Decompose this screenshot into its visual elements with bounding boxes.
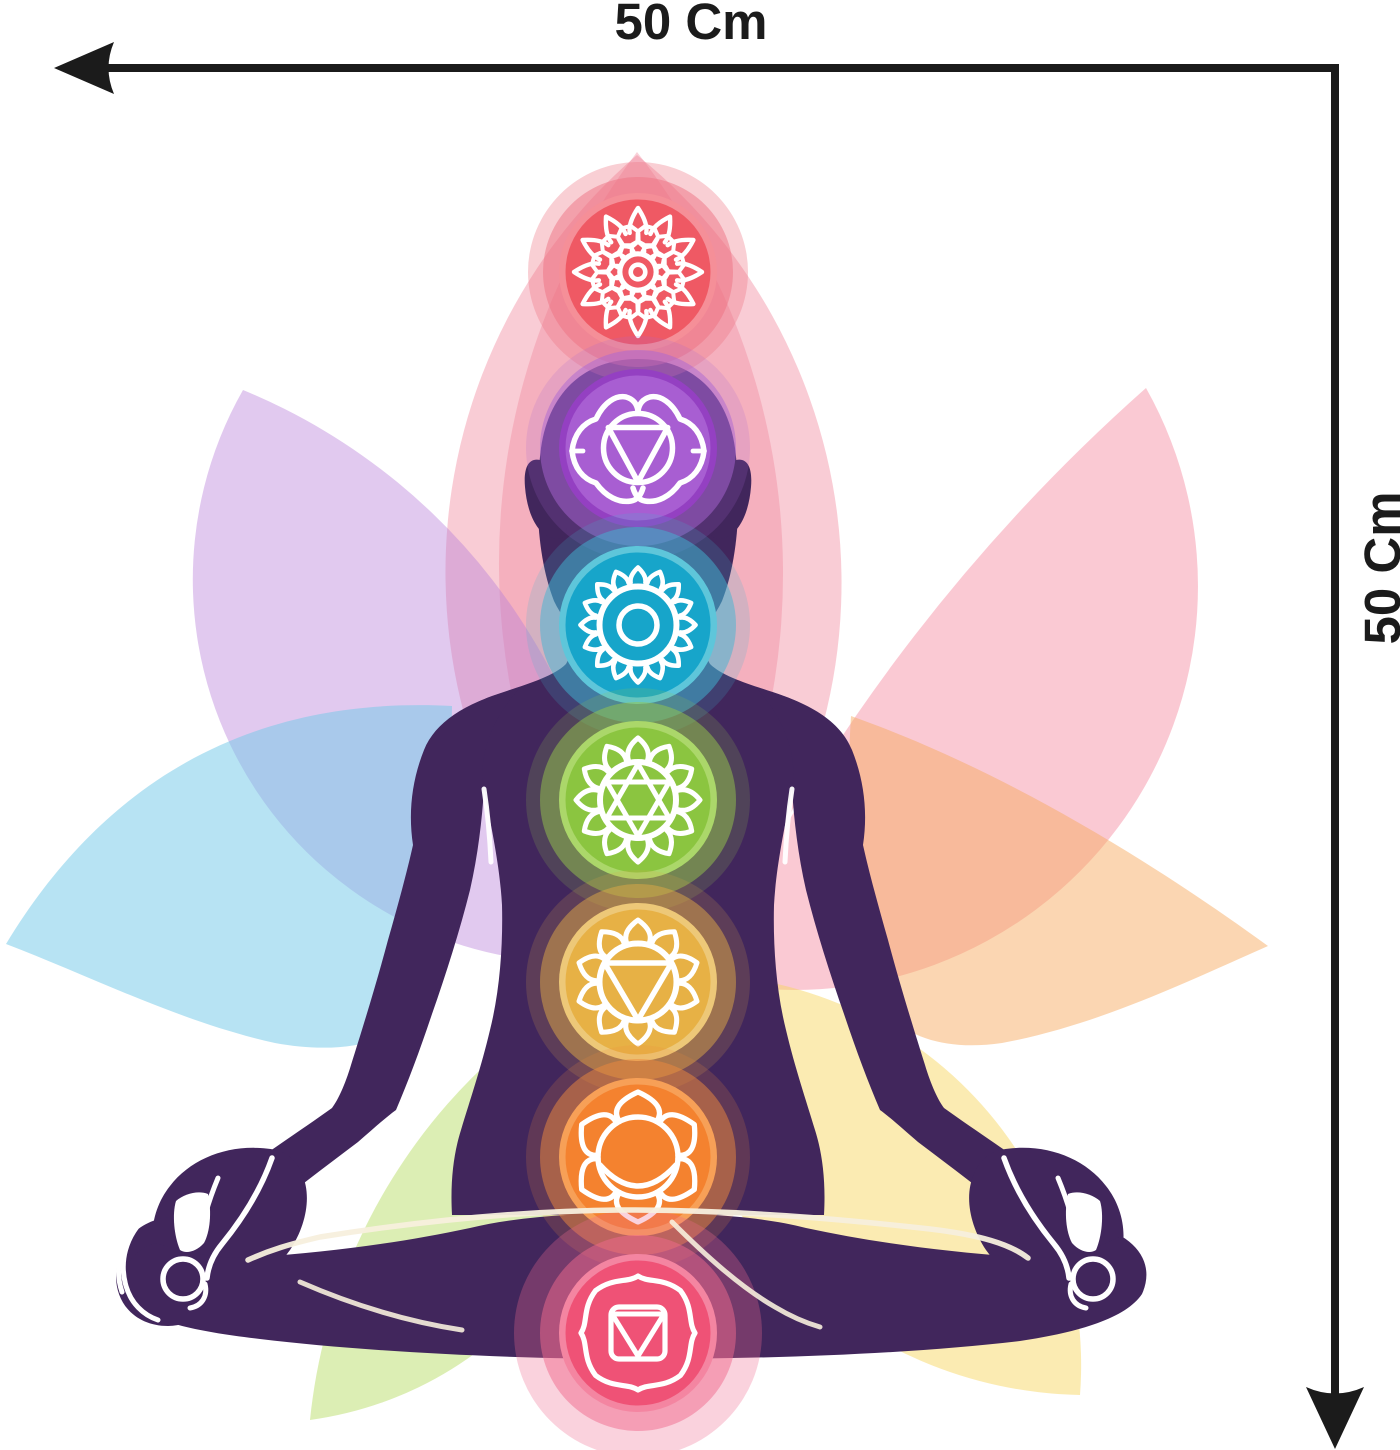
svg-text:50 Cm: 50 Cm [1354,491,1400,644]
svg-text:50 Cm: 50 Cm [614,0,767,50]
